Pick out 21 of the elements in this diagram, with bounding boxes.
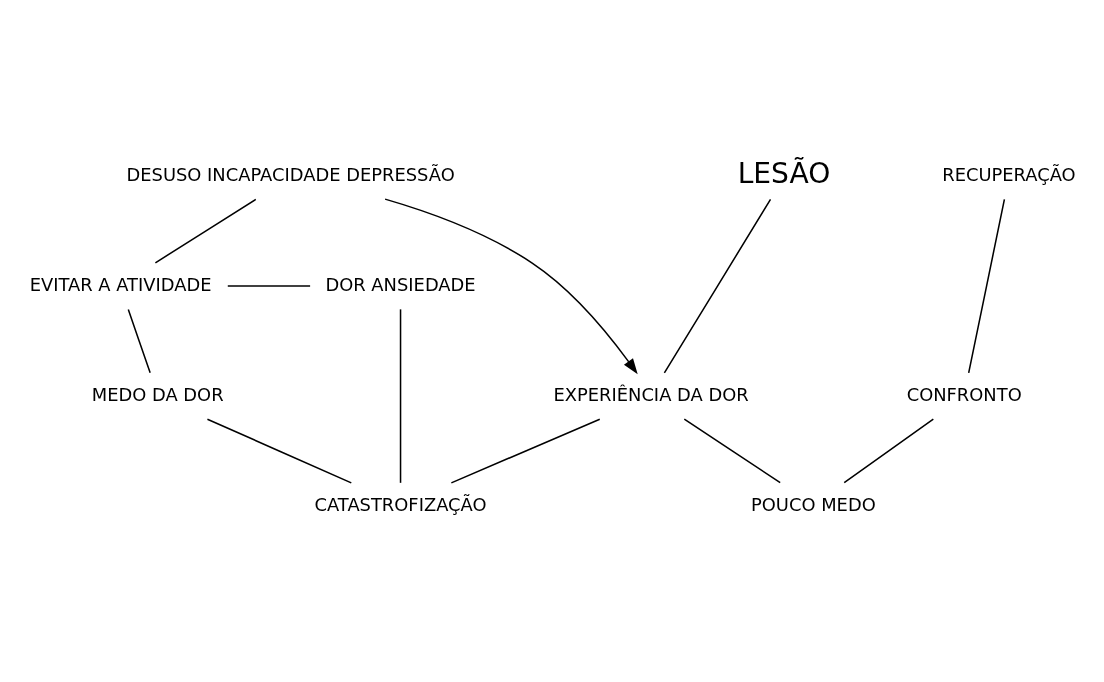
node-text: EVITAR A ATIVIDADE [29, 273, 212, 295]
connector [227, 285, 311, 287]
connector [683, 418, 781, 484]
connector [843, 418, 935, 484]
connector [967, 198, 1006, 374]
connector [206, 418, 353, 484]
connector [127, 308, 151, 374]
node-text: DOR ANSIEDADE [325, 273, 476, 295]
node-text: LESÃO [737, 157, 831, 191]
connector [663, 198, 772, 374]
connector [399, 308, 402, 484]
node-text: DESUSO INCAPACIDADE DEPRESSÃO [126, 163, 455, 185]
node-text: CONFRONTO [906, 383, 1022, 405]
arrow [384, 198, 638, 375]
node-text: EXPERIÊNCIA DA DOR [553, 383, 749, 405]
connector [154, 198, 257, 264]
node-text: POUCO MEDO [751, 493, 876, 515]
node-text: RECUPERAÇÃO [942, 163, 1076, 185]
node-text: MEDO DA DOR [91, 383, 224, 405]
node-text: CATASTROFIZAÇÃO [314, 493, 487, 515]
connector [450, 418, 601, 484]
